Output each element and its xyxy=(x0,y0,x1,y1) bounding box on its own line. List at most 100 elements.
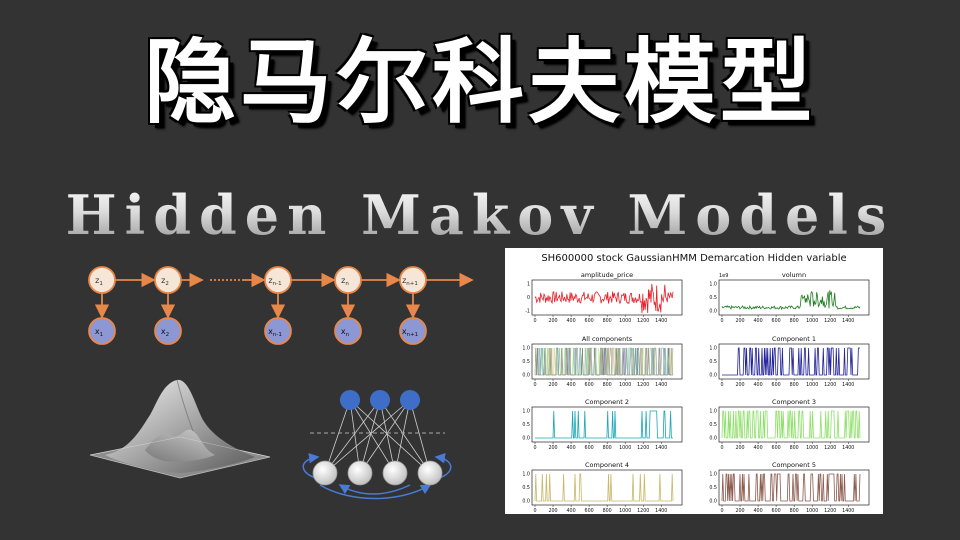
y-tick-label: 0.0 xyxy=(522,499,530,505)
y-tick-label: 0.0 xyxy=(709,309,717,315)
x-tick-label: 200 xyxy=(735,382,744,388)
y-tick-label: 0.5 xyxy=(522,359,530,365)
x-tick-label: 1000 xyxy=(806,508,818,514)
observed-node-label: xn xyxy=(341,327,350,338)
network-diagram xyxy=(302,390,452,500)
x-tick-label: 0 xyxy=(533,318,536,324)
x-tick-label: 1000 xyxy=(619,318,631,324)
y-tick-label: 0.0 xyxy=(709,436,717,442)
x-tick-label: 800 xyxy=(603,318,612,324)
x-tick-label: 1400 xyxy=(842,382,854,388)
observed-node-label: x2 xyxy=(161,327,169,338)
observed-node: x2 xyxy=(154,317,182,345)
series-line xyxy=(721,410,861,439)
y-tick-label: 0.5 xyxy=(709,295,717,301)
x-tick-label: 1000 xyxy=(619,508,631,514)
x-tick-label: 600 xyxy=(772,318,781,324)
series-line xyxy=(721,473,861,502)
hidden-node-label: zn xyxy=(341,276,349,287)
x-tick-label: 0 xyxy=(533,445,536,451)
x-tick-label: 400 xyxy=(567,508,576,514)
x-tick-label: 800 xyxy=(603,382,612,388)
y-tick-label: 1.0 xyxy=(709,282,717,288)
observed-node-label: x1 xyxy=(95,327,103,338)
observed-node: x1 xyxy=(88,317,116,345)
y-tick-label: 0 xyxy=(527,295,530,301)
y-tick-label: 1.0 xyxy=(709,346,717,352)
series-line xyxy=(722,347,860,376)
gaussian-surface-illustration xyxy=(89,379,271,479)
observed-node-label: xn-1 xyxy=(268,327,282,338)
x-tick-label: 0 xyxy=(720,318,723,324)
x-tick-label: 1200 xyxy=(824,508,836,514)
x-tick-label: 1000 xyxy=(619,445,631,451)
hidden-node: z1 xyxy=(88,266,116,294)
visible-unit xyxy=(347,460,373,486)
figure-suptitle: SH600000 stock GaussianHMM Demarcation H… xyxy=(541,253,846,264)
hidden-node-label: z2 xyxy=(161,276,169,287)
hidden-node-label: z1 xyxy=(95,276,103,287)
x-tick-label: 1200 xyxy=(637,382,649,388)
x-tick-label: 1200 xyxy=(637,508,649,514)
x-tick-label: 1000 xyxy=(619,382,631,388)
x-tick-label: 800 xyxy=(790,382,799,388)
y-tick-label: 1.0 xyxy=(709,409,717,415)
x-tick-label: 0 xyxy=(533,508,536,514)
y-tick-label: 0.5 xyxy=(709,485,717,491)
x-tick-label: 1400 xyxy=(655,382,667,388)
y-tick-label: 1.0 xyxy=(709,472,717,478)
x-tick-label: 1200 xyxy=(824,318,836,324)
visible-unit xyxy=(312,460,338,486)
x-tick-label: 200 xyxy=(548,508,557,514)
x-tick-label: 0 xyxy=(720,382,723,388)
x-tick-label: 400 xyxy=(754,318,763,324)
x-tick-label: 600 xyxy=(585,382,594,388)
x-tick-label: 200 xyxy=(735,508,744,514)
x-tick-label: 400 xyxy=(754,382,763,388)
x-tick-label: 600 xyxy=(772,382,781,388)
x-tick-label: 600 xyxy=(585,445,594,451)
x-tick-label: 400 xyxy=(567,445,576,451)
x-tick-label: 600 xyxy=(585,318,594,324)
series-line xyxy=(534,473,674,502)
hidden-unit xyxy=(340,390,360,410)
x-tick-label: 200 xyxy=(548,318,557,324)
x-tick-label: 1400 xyxy=(842,318,854,324)
y-tick-label: -1 xyxy=(525,309,530,315)
x-tick-label: 800 xyxy=(603,445,612,451)
x-tick-label: 200 xyxy=(735,318,744,324)
y-tick-label: 0.5 xyxy=(709,359,717,365)
x-tick-label: 400 xyxy=(567,382,576,388)
y-tick-label: 0.5 xyxy=(522,422,530,428)
x-tick-label: 400 xyxy=(567,318,576,324)
subplot-title: Component 2 xyxy=(585,398,629,406)
hidden-node-label: zn-1 xyxy=(268,276,281,287)
subplot-title: Component 1 xyxy=(772,335,816,343)
y-tick-label: 0.0 xyxy=(522,373,530,379)
x-tick-label: 400 xyxy=(754,445,763,451)
axis-exponent: 1e9 xyxy=(719,273,728,279)
x-tick-label: 200 xyxy=(548,382,557,388)
y-tick-label: 0.0 xyxy=(709,499,717,505)
y-tick-label: 0.5 xyxy=(709,422,717,428)
visible-unit xyxy=(382,460,408,486)
x-tick-label: 200 xyxy=(548,445,557,451)
series-line xyxy=(534,283,674,314)
x-tick-label: 1400 xyxy=(655,508,667,514)
x-tick-label: 0 xyxy=(720,508,723,514)
x-tick-label: 1400 xyxy=(842,445,854,451)
x-tick-label: 600 xyxy=(772,445,781,451)
x-tick-label: 1400 xyxy=(655,445,667,451)
x-tick-label: 200 xyxy=(735,445,744,451)
x-tick-label: 1000 xyxy=(806,445,818,451)
hidden-node: z2 xyxy=(154,266,182,294)
y-tick-label: 0.0 xyxy=(522,436,530,442)
x-tick-label: 1000 xyxy=(806,382,818,388)
